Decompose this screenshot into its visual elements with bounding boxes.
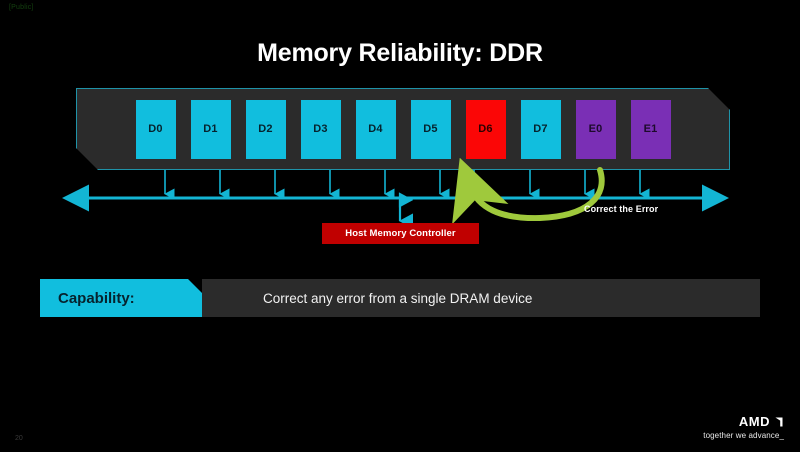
- dram-device-d2[interactable]: D2: [245, 99, 286, 159]
- dram-device-row: D0 D1 D2 D3 D4 D5 D6 D7 E0 E1: [76, 88, 730, 170]
- dram-device-d4[interactable]: D4: [355, 99, 396, 159]
- dram-device-label: D3: [313, 123, 328, 135]
- dram-device-label: D6: [478, 123, 493, 135]
- host-memory-controller-block[interactable]: Host Memory Controller: [322, 223, 479, 244]
- capability-tag: Capability:: [40, 279, 202, 317]
- capability-statement-panel: Correct any error from a single DRAM dev…: [202, 279, 760, 317]
- dram-device-e1-ecc[interactable]: E1: [630, 99, 671, 159]
- dram-device-d0[interactable]: D0: [135, 99, 176, 159]
- dram-device-label: D1: [203, 123, 218, 135]
- amd-logo: AMD: [703, 415, 784, 429]
- dram-device-d1[interactable]: D1: [190, 99, 231, 159]
- error-correction-arrow: [452, 157, 605, 225]
- dram-rank-container: [76, 88, 730, 170]
- dram-device-label: E0: [588, 123, 603, 135]
- capability-statement: Correct any error from a single DRAM dev…: [263, 290, 533, 306]
- capability-bar: Capability: Correct any error from a sin…: [40, 279, 760, 317]
- amd-tagline: together we advance_: [703, 431, 784, 440]
- dram-device-label: D5: [423, 123, 438, 135]
- amd-arrow-icon: [773, 417, 783, 427]
- dram-device-d7[interactable]: D7: [520, 99, 561, 159]
- dram-device-d6-failed[interactable]: D6: [465, 99, 506, 159]
- page-number: 20: [15, 435, 23, 442]
- dram-device-e0-ecc[interactable]: E0: [575, 99, 616, 159]
- dram-device-label: D7: [533, 123, 548, 135]
- host-memory-controller-label: Host Memory Controller: [345, 228, 456, 239]
- dram-device-d3[interactable]: D3: [300, 99, 341, 159]
- device-bus-connectors: [164, 170, 650, 200]
- dram-device-label: E1: [643, 123, 658, 135]
- dram-device-label: D0: [148, 123, 163, 135]
- amd-wordmark-text: AMD: [738, 414, 770, 429]
- dram-device-d5[interactable]: D5: [410, 99, 451, 159]
- dram-device-label: D2: [258, 123, 273, 135]
- correct-the-error-annotation: Correct the Error: [584, 204, 659, 214]
- page-title: Memory Reliability: DDR: [257, 39, 543, 67]
- amd-brand: AMD together we advance_: [703, 415, 784, 441]
- dram-device-label: D4: [368, 123, 383, 135]
- classification-marker: [Public]: [9, 4, 34, 11]
- capability-tag-label: Capability:: [58, 289, 135, 307]
